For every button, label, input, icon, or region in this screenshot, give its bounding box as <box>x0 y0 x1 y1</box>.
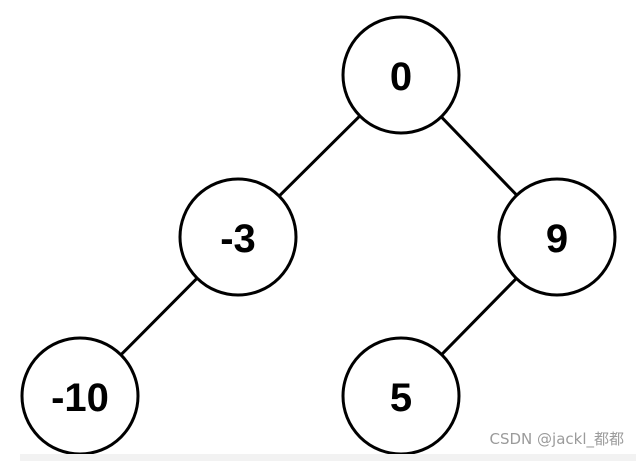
tree-node: 0 <box>341 15 461 135</box>
tree-node-label: -10 <box>51 376 109 420</box>
tree-node: 5 <box>341 336 461 456</box>
tree-node-circle <box>178 177 298 297</box>
tree-node-circle <box>497 177 617 297</box>
tree-node: -3 <box>178 177 298 297</box>
tree-edge-n1-n3 <box>119 276 199 357</box>
tree-edge-n0-n2 <box>439 115 519 197</box>
tree-node-circle <box>341 15 461 135</box>
watermark-text: CSDN @jackl_都都 <box>489 430 625 448</box>
tree-node-label: 9 <box>546 217 568 261</box>
tree-edges <box>119 114 519 357</box>
bottom-band <box>20 454 636 461</box>
tree-node: 9 <box>497 177 617 297</box>
tree-node: -10 <box>20 336 140 456</box>
tree-edge-n2-n4 <box>440 276 518 357</box>
tree-edge-n0-n1 <box>277 114 362 198</box>
tree-node-label: 5 <box>390 376 412 420</box>
tree-node-label: 0 <box>390 55 412 99</box>
tree-node-label: -3 <box>220 217 256 261</box>
tree-nodes: 0 -3 9 -10 5 <box>20 15 617 456</box>
